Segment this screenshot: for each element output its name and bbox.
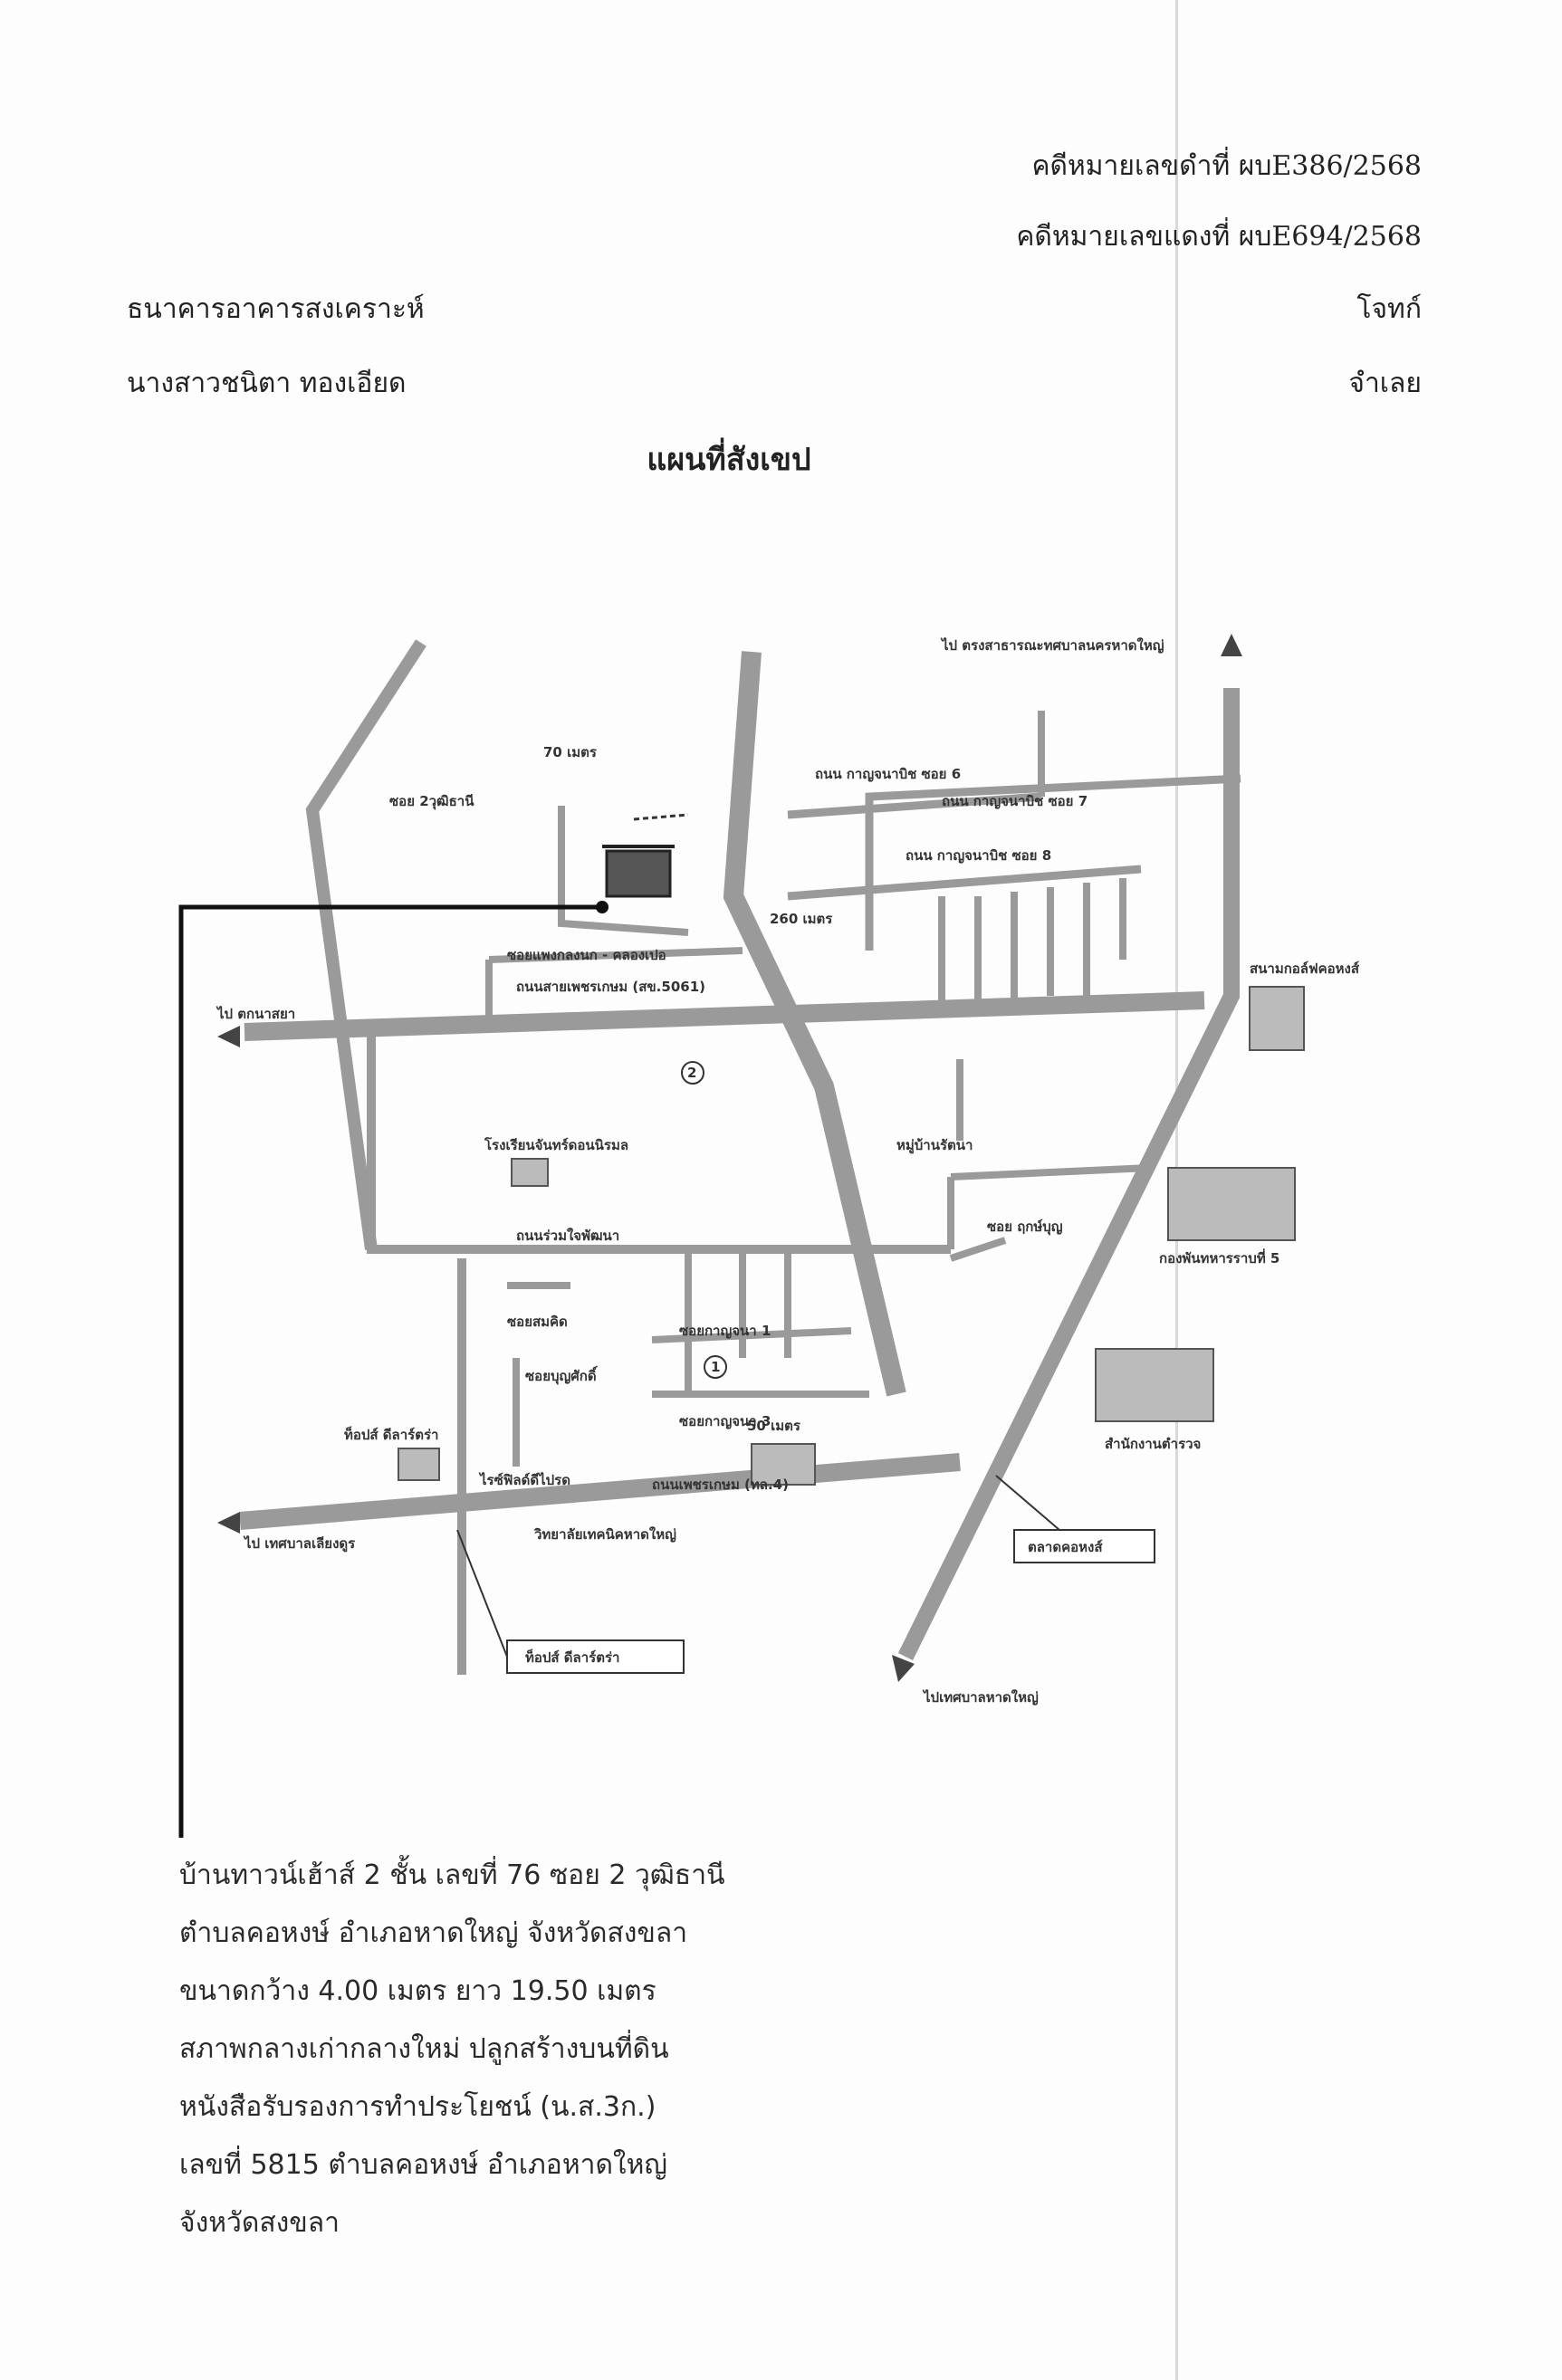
label-to-hospital: ไป ตรงสาธารณะทศบาลนครหาดใหญ่: [940, 636, 1164, 654]
callout-market-box: [1013, 1529, 1155, 1563]
college-building-icon: [751, 1443, 816, 1486]
label-military: กองพันทหารราบที่ 5: [1159, 1248, 1279, 1266]
road-center-horizontal: [367, 1023, 951, 1254]
arrow-west-icon: [217, 1026, 240, 1047]
label-dist-260: 260 เมตร: [770, 911, 833, 927]
property-building-icon: [605, 849, 672, 898]
description-line: ขนาดกว้าง 4.00 เมตร ยาว 19.50 เมตร: [179, 1975, 656, 2007]
arrow-west-bottom-icon: [217, 1512, 240, 1534]
label-soi-kong: ซอยแพงกลงนก - คลองเปอ: [507, 947, 666, 963]
label-road-3: ถนน กาญจนาบิช ซอย 8: [906, 847, 1051, 864]
callout-mall-box: [506, 1639, 685, 1674]
plaintiff-role: โจทก์: [1356, 293, 1422, 325]
label-soi-samut: ซอยบุญศักดิ์: [525, 1365, 598, 1385]
property-pointer-line: [178, 904, 602, 1838]
label-soi-somkhid: ซอยสมคิด: [507, 1314, 568, 1330]
label-soi-kanchana: ซอยกาญจนา 1: [679, 1323, 771, 1339]
property-location-marker: [596, 901, 609, 913]
plaintiff-name: ธนาคารอาคารสงเคราะห์: [127, 293, 425, 325]
label-meters: 50 เมตร: [747, 1418, 801, 1434]
arrow-south-icon: [892, 1655, 915, 1682]
property-description: บ้านทาวน์เฮ้าส์ 2 ชั้น เลขที่ 76 ซอย 2 ว…: [179, 1847, 725, 2252]
label-to-left-top: ไป ตกนาสยา: [216, 1005, 295, 1022]
label-road-bottom: ถนนเพชรเกษม (ทล.4): [652, 1477, 789, 1493]
defendant-name: นางสาวชนิตา ทองเอียด: [127, 368, 407, 399]
label-to-bottom: ไปเทศบาลหาดใหญ่: [922, 1688, 1039, 1706]
red-case-number: คดีหมายเลขแดงที่ ผบE694/2568: [1016, 221, 1422, 253]
map-title: แผนที่สังเขป: [647, 442, 811, 478]
road-vertical-center: [723, 651, 906, 1397]
school-building-icon: [511, 1158, 549, 1187]
label-road-main: ถนนสายเพชรเกษม (สข.5061): [516, 979, 705, 995]
road-main-horizontal: [244, 991, 1205, 1041]
description-line: หนังสือรับรองการทำประโยชน์ (น.ส.3ก.): [179, 2091, 656, 2123]
arrow-north-icon: [1221, 634, 1242, 656]
callout-mall-text: ท็อปส์ ดีลาร์ตร่า: [525, 1649, 619, 1666]
label-road-center: ถนนร่วมใจพัฒนา: [516, 1228, 619, 1244]
road-right-diagonal: [897, 688, 1240, 1660]
road-diagonal-northwest: [305, 639, 426, 1250]
label-road-2: ถนน กาญจนาบิช ซอย 7: [942, 793, 1088, 809]
label-soi-kanchana3: ซอยกาญจนา 3: [679, 1413, 771, 1429]
label-college: วิทยาลัยเทคนิคหาดใหญ่: [533, 1526, 676, 1543]
description-line: จังหวัดสงขลา: [179, 2207, 340, 2239]
label-police: สำนักงานตำรวจ: [1105, 1436, 1201, 1452]
label-ricemill: ไรซ์ฟิลด์ดีไปรด: [478, 1471, 570, 1488]
mall-icon: [398, 1448, 440, 1481]
label-stadium: สนามกอล์ฟคอหงส์: [1250, 961, 1360, 977]
label-soi-pradit: ซอย ฤกษ์บุญ: [987, 1219, 1063, 1236]
callout-market-text: ตลาดคอหงส์: [1028, 1539, 1103, 1555]
marker-1-icon: [704, 1355, 727, 1379]
label-road-1: ถนน กาญจนาบิช ซอย 6: [815, 766, 961, 782]
marker-2-label: 2: [687, 1065, 696, 1081]
black-case-number: คดีหมายเลขดำที่ ผบE386/2568: [1031, 150, 1422, 182]
defendant-role: จำเลย: [1348, 368, 1422, 399]
description-line: สภาพกลางเก่ากลางใหม่ ปลูกสร้างบนที่ดิน: [179, 2033, 669, 2065]
label-school: โรงเรียนจันทร์ดอนนิรมล: [484, 1136, 628, 1153]
golf-course-icon: [1249, 986, 1305, 1051]
label-to-left-bottom: ไป เทศบาลเลียงดูร: [243, 1534, 356, 1553]
police-building-icon: [1095, 1348, 1214, 1422]
label-dist-70: 70 เมตร: [543, 744, 598, 760]
label-soi: ซอย 2วุฒิธานี: [389, 793, 474, 810]
description-line: บ้านทาวน์เฮ้าส์ 2 ชั้น เลขที่ 76 ซอย 2 ว…: [179, 1859, 725, 1891]
description-line: เลขที่ 5815 ตำบลคอหงษ์ อำเภอหาดใหญ่: [179, 2149, 667, 2181]
label-mall: ท็อปส์ ดีลาร์ตร่า: [344, 1426, 438, 1443]
road-bottom-horizontal: [239, 1453, 961, 1530]
marker-1-label: 1: [711, 1359, 720, 1375]
label-village: หมู่บ้านรัตนา: [896, 1137, 973, 1154]
description-line: ตำบลคอหงษ์ อำเภอหาดใหญ่ จังหวัดสงขลา: [179, 1917, 688, 1949]
military-building-icon: [1167, 1167, 1296, 1241]
marker-2-icon: [681, 1061, 704, 1085]
